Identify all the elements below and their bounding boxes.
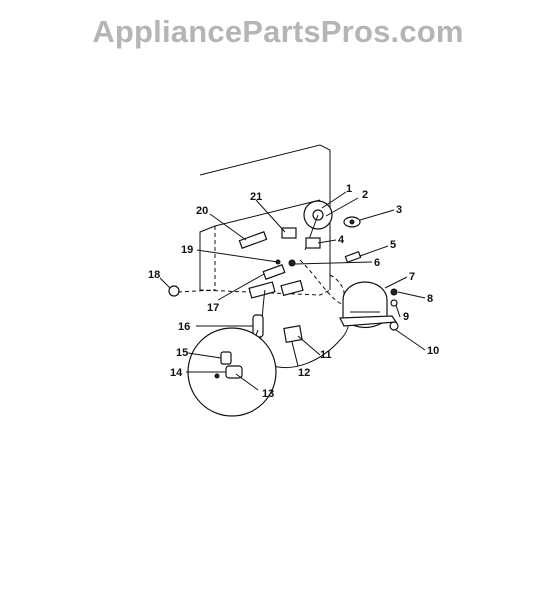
relay-parts xyxy=(168,227,362,299)
callout-13: 13 xyxy=(262,388,274,400)
watermark-text: AppliancePartsPros.com xyxy=(92,14,464,49)
callout-17: 17 xyxy=(207,302,219,314)
leader-lines xyxy=(159,191,426,391)
callout-labels: 1 2 3 4 5 6 7 8 9 10 11 12 13 14 15 16 1… xyxy=(148,183,439,400)
callout-8: 8 xyxy=(427,293,433,305)
callout-12: 12 xyxy=(298,367,310,379)
fan-assembly xyxy=(303,200,361,251)
callout-1: 1 xyxy=(346,183,352,195)
callout-5: 5 xyxy=(390,239,396,251)
callout-14: 14 xyxy=(170,367,183,379)
callout-2: 2 xyxy=(362,189,368,201)
callout-20: 20 xyxy=(196,205,208,217)
callout-16: 16 xyxy=(178,321,190,333)
callout-4: 4 xyxy=(338,234,345,246)
callout-19: 19 xyxy=(181,244,193,256)
callout-21: 21 xyxy=(250,191,262,203)
callout-3: 3 xyxy=(396,204,402,216)
callout-15: 15 xyxy=(176,347,188,359)
callout-9: 9 xyxy=(403,311,409,323)
compressor xyxy=(339,281,399,331)
callout-7: 7 xyxy=(409,271,415,283)
callout-18: 18 xyxy=(148,269,160,281)
callout-10: 10 xyxy=(427,345,439,357)
callout-11: 11 xyxy=(320,349,332,361)
callout-6: 6 xyxy=(374,257,380,269)
